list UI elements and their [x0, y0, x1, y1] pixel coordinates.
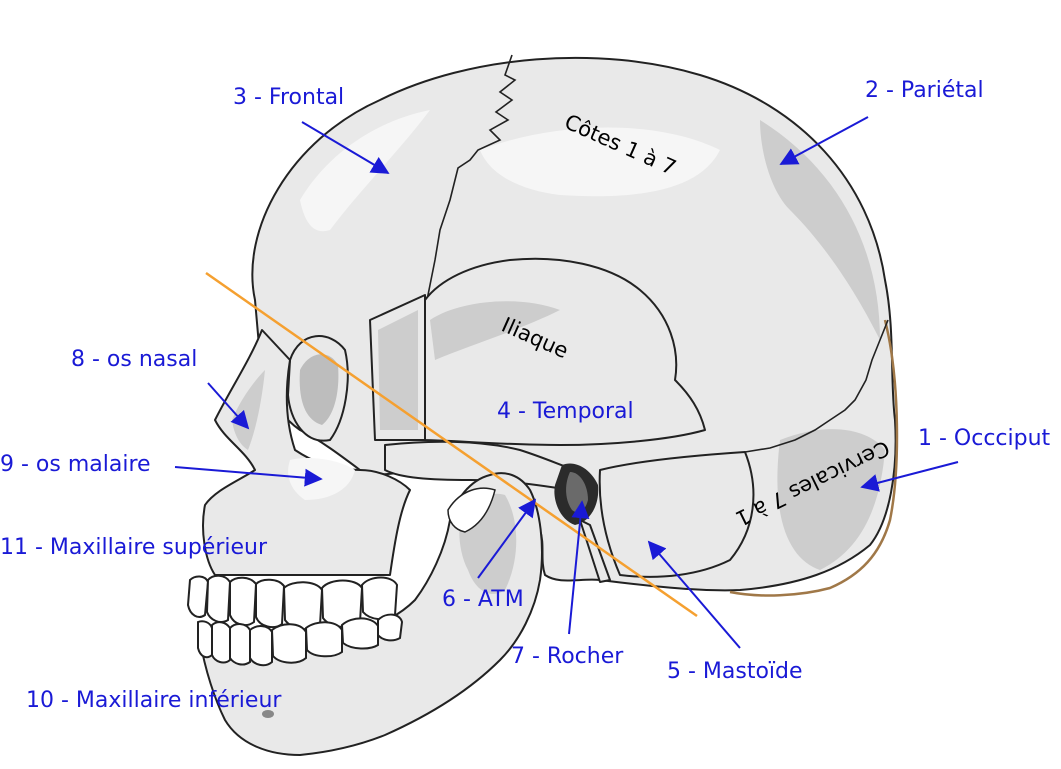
- arrow-malaire: [174, 466, 323, 487]
- upper-teeth: [186, 574, 399, 631]
- parietal-shade: [760, 120, 880, 340]
- orbit-shade: [299, 354, 339, 425]
- label-frontal: 3 - Frontal: [233, 85, 344, 110]
- label-temporal: 4 - Temporal: [497, 399, 634, 424]
- lower-teeth: [197, 613, 404, 667]
- arrow-parietal: [779, 116, 869, 165]
- label-parietal: 2 - Pariétal: [865, 78, 984, 103]
- reference-axis-line: [205, 271, 698, 618]
- label-rocher: 7 - Rocher: [511, 644, 624, 669]
- parietal-highlight: [480, 127, 720, 197]
- lambdoid-suture: [744, 319, 889, 453]
- frontal-highlight: [300, 110, 430, 232]
- mandible: [199, 472, 543, 756]
- sphenoid-shade: [378, 310, 418, 430]
- skull-illustration: [186, 54, 899, 756]
- label-maxillaire-inf: 10 - Maxillaire inférieur: [26, 688, 282, 713]
- arrow-atm: [477, 498, 537, 579]
- label-atm: 6 - ATM: [442, 587, 524, 612]
- styloid: [579, 519, 611, 583]
- coronal-suture: [419, 54, 517, 341]
- arrow-frontal: [301, 121, 390, 174]
- occipital-rim: [729, 319, 899, 597]
- label-maxillaire-sup: 11 - Maxillaire supérieur: [0, 535, 268, 560]
- temporal-shade: [430, 301, 560, 360]
- label-nasal: 8 - os nasal: [71, 347, 197, 372]
- arrow-rocher: [568, 500, 590, 635]
- label-mastoide: 5 - Mastoïde: [667, 659, 803, 684]
- mandible-notch: [447, 487, 496, 533]
- label-arrows: [174, 116, 959, 649]
- mastoid-region: [598, 451, 755, 578]
- label-occiput: 1 - Occciput: [918, 426, 1051, 451]
- occipital-shade: [777, 429, 885, 570]
- arrow-nasal: [207, 382, 250, 430]
- arrow-occiput: [860, 461, 959, 492]
- arrow-mastoide: [647, 540, 741, 649]
- mental-foramen: [262, 710, 274, 718]
- label-malaire: 9 - os malaire: [0, 452, 151, 477]
